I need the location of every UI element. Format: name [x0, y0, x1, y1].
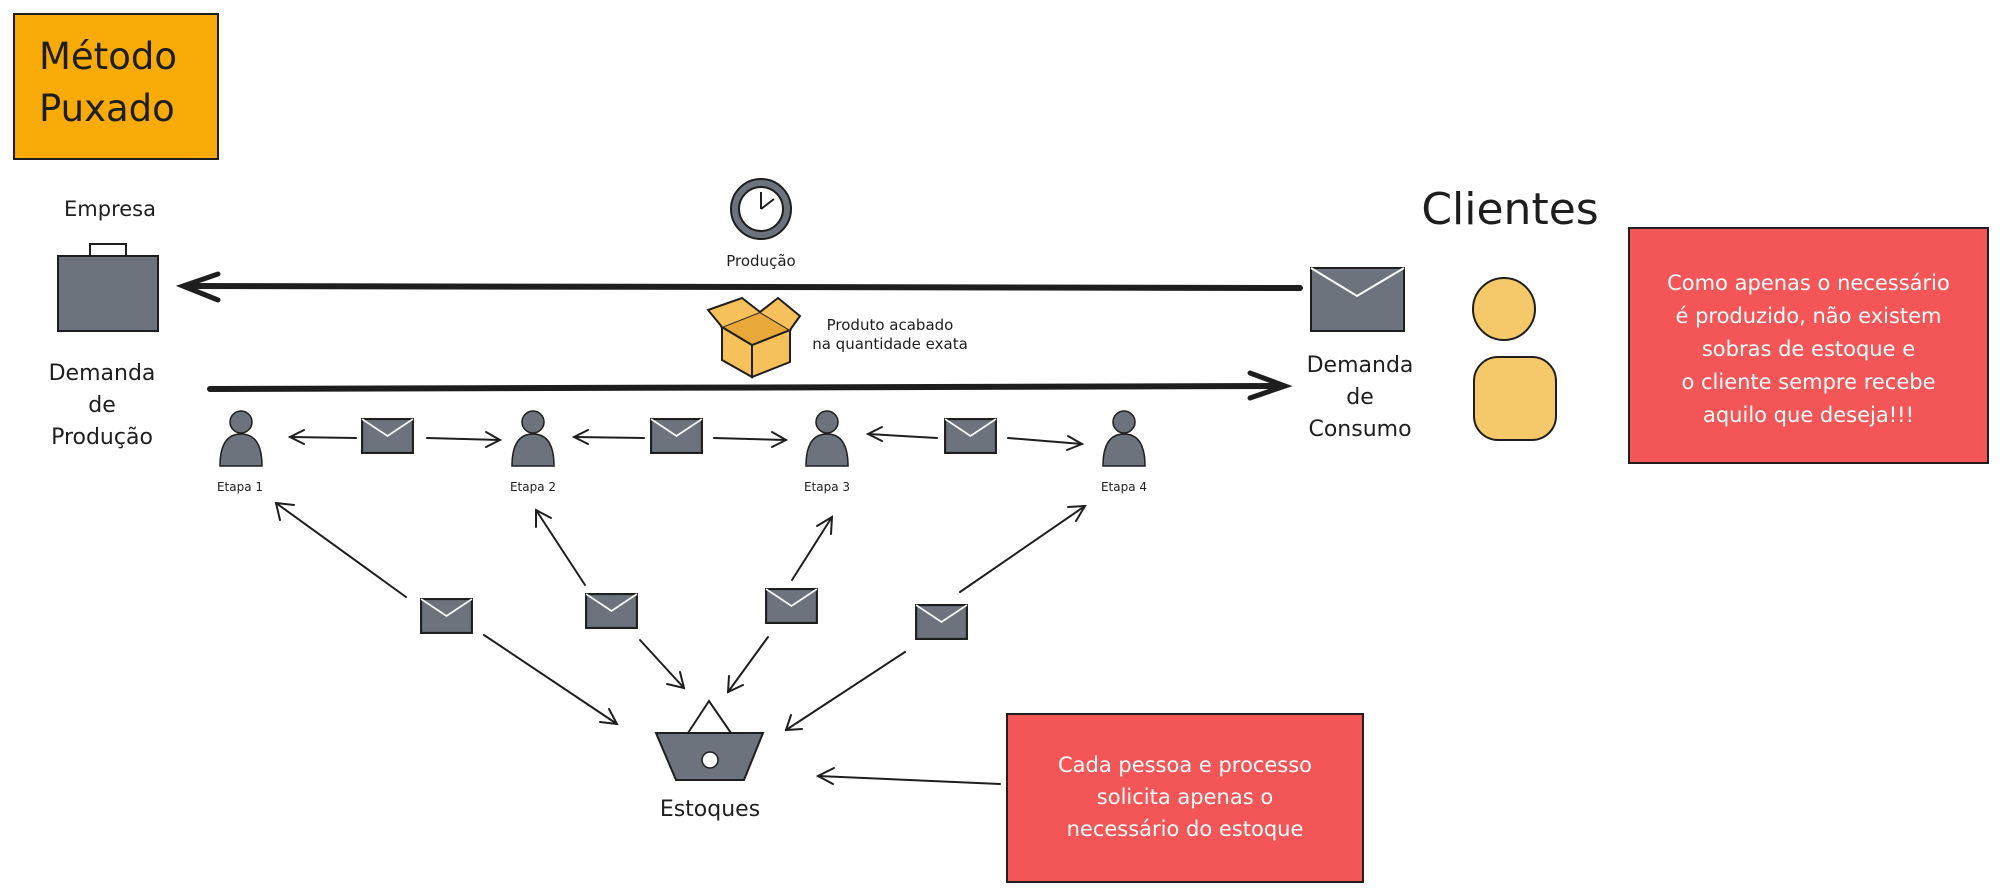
clock-icon — [730, 178, 792, 240]
open-box-icon — [706, 296, 802, 379]
etapa-label: Etapa 4 — [1100, 480, 1148, 494]
clientes-label: Clientes — [1421, 184, 1599, 235]
etapa-label: Etapa 1 — [216, 480, 264, 494]
envelope-icon — [361, 418, 414, 454]
envelope-icon — [1310, 267, 1405, 332]
envelope-icon — [650, 418, 703, 454]
stage-arrows — [274, 426, 1087, 785]
client-person-icon — [1472, 277, 1557, 441]
etapa-label: Etapa 3 — [803, 480, 851, 494]
empresa-label: Empresa — [64, 197, 156, 221]
title-line: Método — [39, 35, 177, 78]
person-icon — [1102, 410, 1146, 467]
person-icon — [511, 410, 555, 467]
envelope-icon — [944, 418, 997, 454]
envelope-icon — [915, 604, 968, 640]
estoques-label: Estoques — [659, 797, 761, 822]
title-box: Método Puxado — [13, 13, 219, 160]
envelope-icon — [420, 598, 473, 634]
arrow-production — [175, 271, 1303, 303]
envelope-icon — [585, 593, 638, 629]
demanda-consumo-label: Demanda de Consumo — [1306, 353, 1414, 442]
estoque-note: Cada pessoa e processo solicita apenas o… — [1006, 713, 1364, 883]
envelope-icon — [765, 588, 818, 624]
clientes-note: Como apenas o necessário é produzido, nã… — [1628, 227, 1989, 464]
basket-icon — [654, 699, 765, 781]
person-icon — [805, 410, 849, 467]
etapa-label: Etapa 2 — [509, 480, 557, 494]
person-icon — [219, 410, 263, 467]
briefcase-icon — [57, 243, 159, 332]
arrow-consumption — [207, 370, 1293, 401]
demanda-producao-label: Demanda de Produção — [48, 361, 156, 450]
producao-clock-label: Produção — [726, 252, 796, 270]
title-line: Puxado — [39, 87, 175, 130]
produto-label: Produto acabado na quantidade exata — [812, 316, 968, 353]
